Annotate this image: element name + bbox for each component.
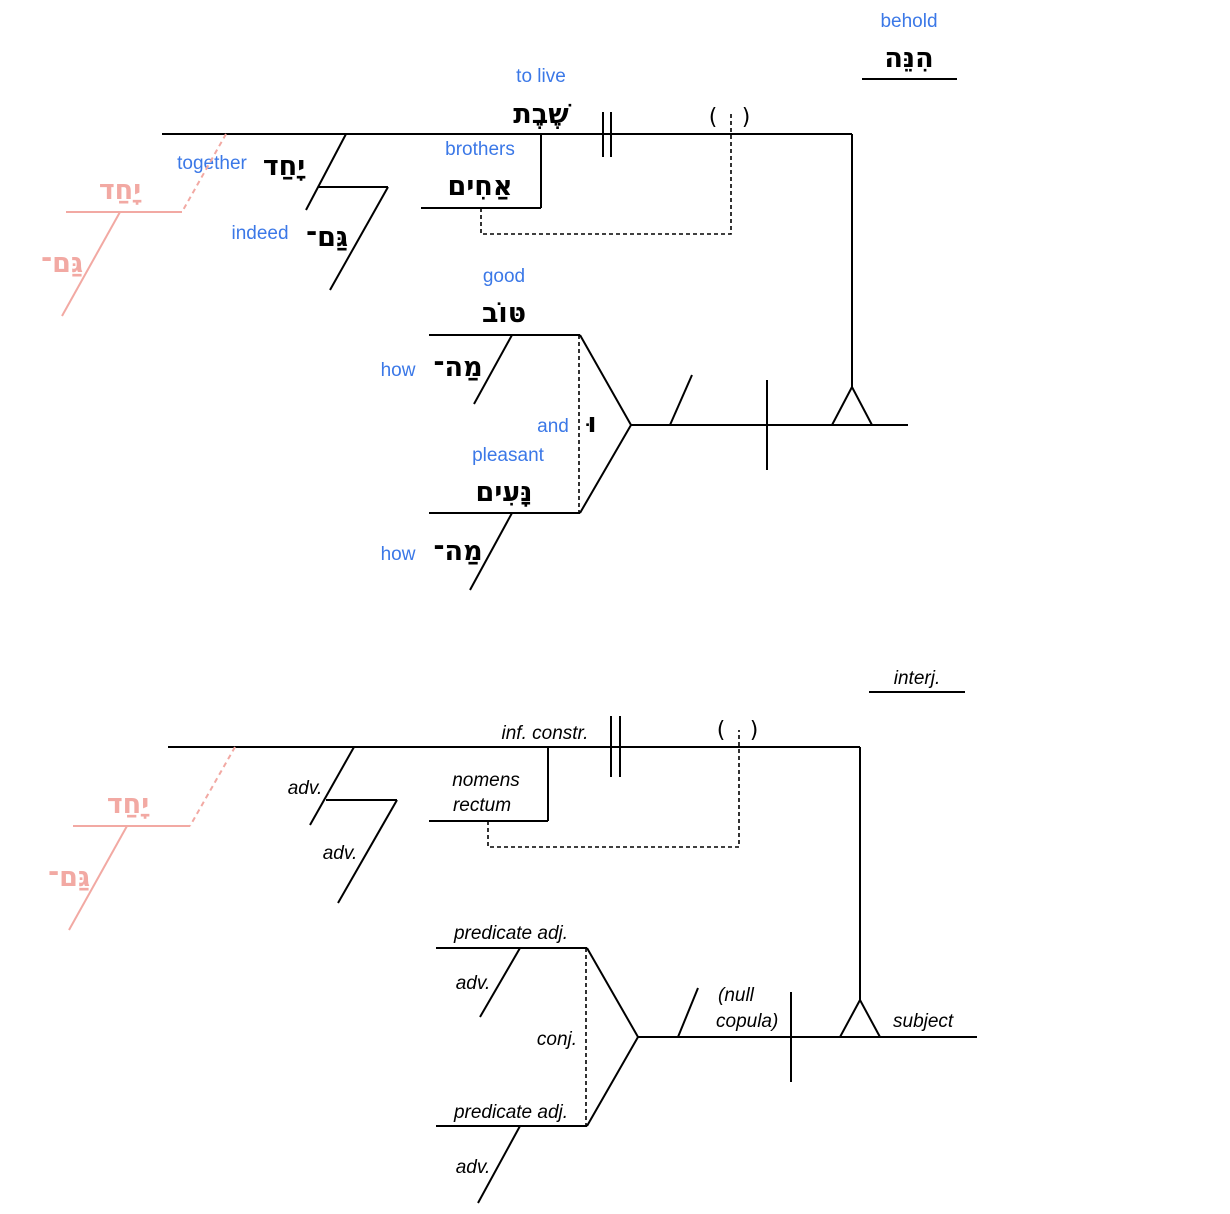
yachad-gloss: together: [177, 153, 247, 174]
dashed-link: [480, 112, 732, 235]
hinneh-gloss: behold: [880, 11, 937, 32]
ghost-yachad-word: יָחַד: [99, 175, 142, 206]
b-null-copula-2: copula): [716, 1011, 778, 1032]
b-paren-close: ): [750, 718, 759, 743]
bottom-diagram: interj. inf. constr. ( ) nomens rectum a…: [48, 668, 977, 1204]
inf-constr-label: inf. constr.: [502, 723, 589, 744]
gam-slant: [329, 186, 389, 291]
ghost-gam-word: גַּם־: [41, 248, 83, 279]
ghost-slant: [61, 211, 121, 317]
paren-close: ): [742, 105, 751, 130]
nomens-rectum-label-1: nomens: [452, 770, 520, 791]
gam-word: גַּם־: [306, 222, 348, 253]
shevet-gloss: to live: [516, 66, 566, 87]
yachad-word: יָחַד: [263, 151, 306, 182]
b-adv-upper-2: adv.: [323, 843, 358, 864]
b-predicate-slash: [677, 987, 699, 1038]
b-pred-adj-1: predicate adj.: [453, 923, 568, 944]
interj-label: interj.: [894, 668, 940, 689]
conj-gloss: and: [537, 416, 569, 437]
gam-gloss: indeed: [231, 223, 288, 244]
b-ghost-slant: [68, 825, 128, 931]
mah1-gloss: how: [381, 360, 416, 381]
b-adv-slant-1: [309, 746, 355, 826]
mah2-gloss: how: [381, 544, 416, 565]
b-adv-lower-1: adv.: [456, 973, 491, 994]
b-ghost-gam-word: גַּם־: [48, 862, 90, 893]
b-adv-lower-slant-2: [477, 1125, 521, 1204]
tov-word: טּוֹב: [482, 298, 526, 329]
b-conj-fork: [586, 947, 640, 1127]
shevet-word: שֶׁבֶת: [513, 99, 571, 130]
naim-gloss: pleasant: [472, 445, 545, 466]
b-subject-stand: [838, 997, 882, 1038]
yachad-slant: [305, 133, 347, 211]
mah1-slant: [473, 334, 513, 405]
ghost-dashed-slant: [181, 133, 227, 213]
b-adv-lower-slant-1: [479, 947, 521, 1018]
conj-word: וּ: [586, 408, 597, 439]
tov-gloss: good: [483, 266, 525, 287]
b-adv-upper-1: adv.: [288, 778, 323, 799]
naim-word: נָּעִים: [476, 477, 533, 508]
achim-word: אַחִים: [448, 171, 513, 202]
b-subject-label: subject: [893, 1011, 954, 1032]
hinneh-word: הִנֵּה: [884, 43, 933, 74]
b-pred-adj-2: predicate adj.: [453, 1102, 568, 1123]
nomens-rectum-label-2: rectum: [453, 795, 511, 816]
top-diagram: behold הִנֵּה to live שֶׁבֶת ( ) brother…: [41, 11, 957, 591]
mah1-word: מַה־: [433, 352, 482, 383]
mah2-word: מַה־: [433, 536, 482, 567]
mah2-slant: [469, 512, 513, 591]
subject-stand: [830, 384, 874, 426]
b-conj-label: conj.: [537, 1029, 577, 1050]
b-ghost-dashed-slant: [189, 746, 236, 827]
b-adv-slant-2: [337, 799, 398, 904]
paren-open: (: [709, 105, 718, 130]
predicate-slash: [669, 374, 693, 426]
achim-gloss: brothers: [445, 139, 515, 160]
b-paren-open: (: [717, 718, 726, 743]
b-null-copula-1: (null: [718, 985, 755, 1006]
b-ghost-yachad-word: יָחַד: [107, 789, 150, 820]
b-adv-lower-2: adv.: [456, 1157, 491, 1178]
